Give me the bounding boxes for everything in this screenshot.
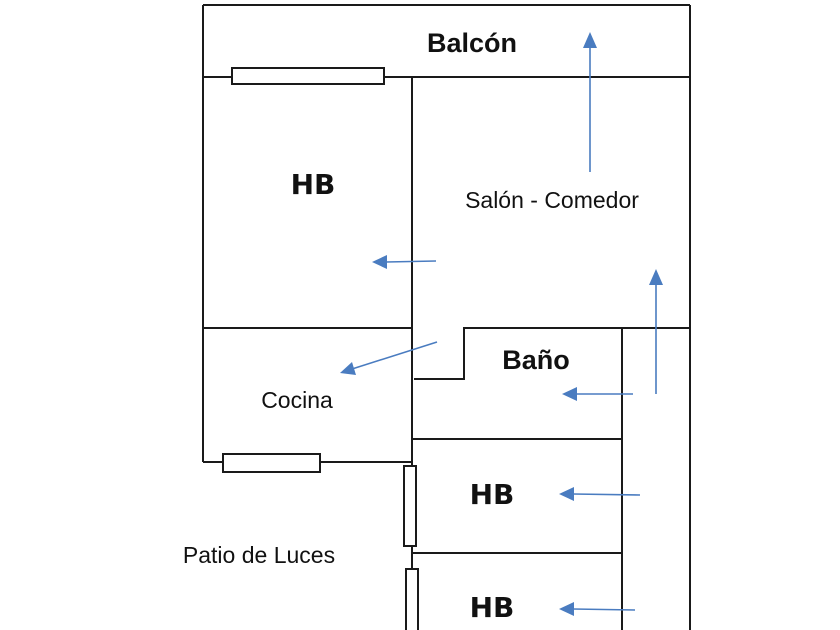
label-kitchen: Cocina	[261, 387, 333, 413]
arrow-to-bedroom-top	[372, 255, 437, 269]
arrow-to-balcony	[583, 32, 597, 172]
label-bedroom-bottom: HB	[470, 591, 515, 624]
wall-bathroom-top	[414, 327, 690, 380]
label-living-dining: Salón - Comedor	[465, 187, 639, 213]
label-light-well: Patio de Luces	[183, 542, 335, 568]
label-bedroom-middle: HB	[470, 478, 515, 511]
airflow-arrows	[340, 32, 663, 616]
arrow-corridor-up	[649, 269, 663, 394]
label-balcony: Balcón	[427, 28, 517, 58]
arrow-to-bedroom-middle	[559, 487, 641, 501]
walls	[202, 4, 691, 630]
arrow-to-bathroom	[562, 387, 633, 401]
arrow-to-bedroom-bottom	[559, 602, 636, 616]
window-kitchen	[222, 453, 321, 473]
room-labels: Balcón HB Salón - Comedor Baño Cocina HB…	[183, 28, 639, 624]
arrow-to-kitchen	[340, 341, 438, 375]
window-balcony	[231, 67, 385, 85]
window-bedroom-bottom	[405, 568, 419, 630]
windows	[222, 67, 419, 630]
label-bedroom-top: HB	[291, 168, 336, 201]
label-bathroom: Baño	[502, 345, 570, 375]
window-bedroom-middle	[403, 465, 417, 547]
